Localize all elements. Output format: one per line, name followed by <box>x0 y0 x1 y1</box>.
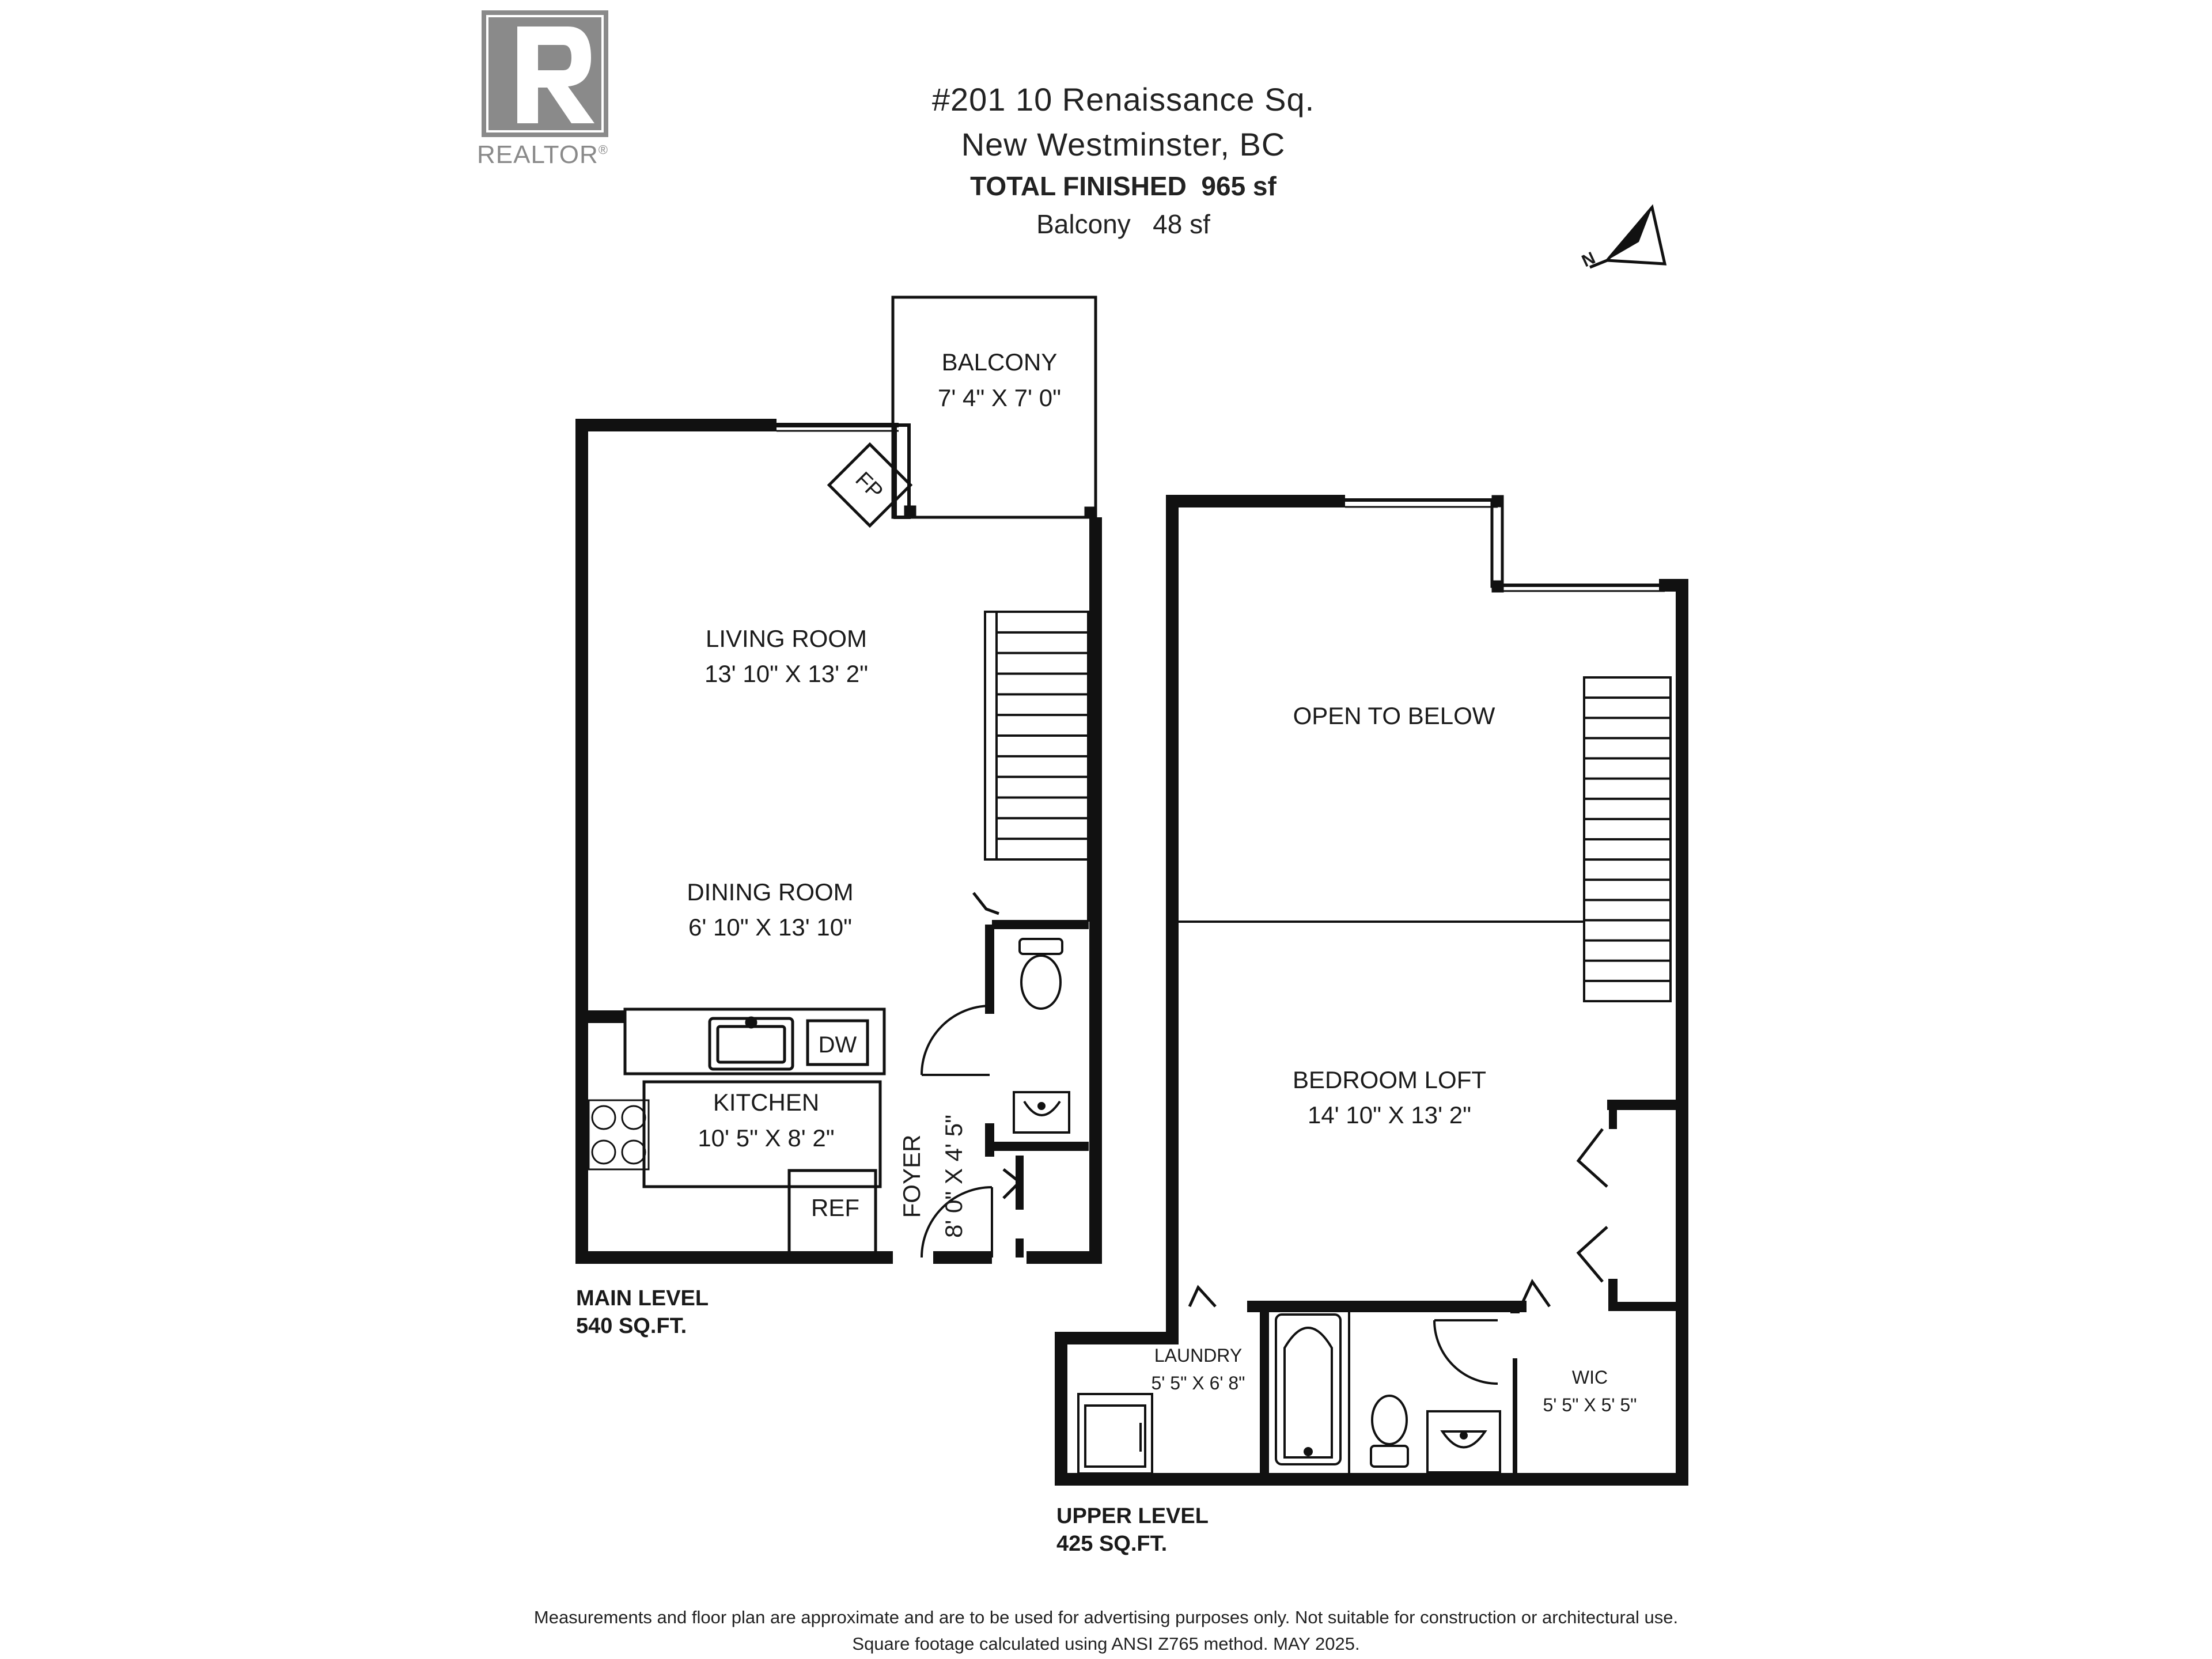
upper-toilet-icon <box>1370 1395 1409 1468</box>
balcony-area: Balcony 48 sf <box>749 209 1498 240</box>
kitchen-sink-icon <box>708 1016 794 1071</box>
main-level-plan <box>575 296 1102 1264</box>
kitchen-dims: 10' 5" X 8' 2" <box>698 1124 834 1152</box>
balcony-area-value: 48 sf <box>1153 209 1210 239</box>
living-room-name: LIVING ROOM <box>706 625 867 652</box>
closet-bifold-door-2 <box>1576 1226 1608 1283</box>
bath-door-arrow-icon <box>1519 1279 1551 1308</box>
entry-door-swing <box>921 1186 993 1258</box>
main-level-caption: MAIN LEVEL 540 SQ.FT. <box>576 1285 709 1340</box>
main-level-name: MAIN LEVEL <box>576 1286 709 1310</box>
north-label: N <box>1579 248 1599 271</box>
wic-dims: 5' 5" X 5' 5" <box>1543 1395 1637 1415</box>
dining-room-name: DINING ROOM <box>687 878 853 906</box>
refrigerator-label: REF <box>811 1194 859 1221</box>
bedroom-loft-dims: 14' 10" X 13' 2" <box>1308 1101 1471 1128</box>
foyer-name: FOYER <box>898 1135 925 1218</box>
open-to-below-label: OPEN TO BELOW <box>1293 702 1495 729</box>
main-stair-arrow-icon <box>972 892 999 915</box>
wic-door-swing <box>1433 1320 1498 1385</box>
wic-name: WIC <box>1572 1367 1608 1388</box>
upper-level-name: UPPER LEVEL <box>1056 1504 1209 1528</box>
main-stair-treads <box>997 631 1089 840</box>
upper-exterior-wall-west <box>1166 495 1345 1297</box>
stove-icon <box>588 1099 650 1171</box>
laundry-door-arrow-icon <box>1188 1285 1217 1308</box>
dishwasher-label: DW <box>819 1032 857 1058</box>
address-line-2: New Westminster, BC <box>961 126 1286 162</box>
total-label: TOTAL FINISHED <box>970 171 1187 201</box>
kitchen-island <box>642 1080 882 1188</box>
main-toilet-icon <box>1018 938 1063 1010</box>
foyer-dims: 8' 0" X 4' 5" <box>940 1115 967 1238</box>
fireplace-icon <box>827 442 913 528</box>
upper-window-bay <box>1490 498 1504 588</box>
foyer-closet-door <box>1002 1168 1022 1199</box>
realtor-logo-mark <box>482 10 608 137</box>
kitchen-name: KITCHEN <box>713 1089 819 1116</box>
kitchen-counter-north <box>623 1007 886 1075</box>
laundry-dims: 5' 5" X 6' 8" <box>1151 1373 1245 1393</box>
main-exterior-wall-east <box>1027 517 1102 1264</box>
refrigerator-box <box>787 1169 877 1255</box>
upper-level-caption: UPPER LEVEL 425 SQ.FT. <box>1056 1502 1209 1558</box>
upper-sink-icon <box>1426 1410 1501 1474</box>
disclaimer-line-2: Square footage calculated using ANSI Z76… <box>852 1634 1360 1654</box>
address-line-1: #201 10 Renaissance Sq. <box>931 81 1315 118</box>
realtor-wordmark-text: REALTOR <box>477 141 599 169</box>
bathtub-icon <box>1275 1313 1342 1465</box>
realtor-logo <box>482 10 608 137</box>
living-room-dims: 13' 10" X 13' 2" <box>704 660 868 687</box>
dining-room-dims: 6' 10" X 13' 10" <box>688 914 852 941</box>
total-value: 965 sf <box>1201 171 1277 201</box>
balcony-dims: 7' 4" X 7' 0" <box>938 384 1061 411</box>
north-arrow-icon: N <box>1579 204 1667 271</box>
fireplace-label: FP <box>851 467 888 504</box>
closet-wall-south <box>1608 1279 1682 1311</box>
upper-exterior-wall-east-south <box>1055 579 1688 1486</box>
laundry-name: LAUNDRY <box>1154 1345 1242 1366</box>
upper-level-plan <box>1055 495 1688 1486</box>
closet-bifold-door-1 <box>1576 1128 1608 1188</box>
bedroom-loft-name: BEDROOM LOFT <box>1293 1066 1486 1093</box>
dishwasher-box <box>806 1019 869 1066</box>
disclaimer-line-1: Measurements and floor plan are approxim… <box>533 1607 1679 1627</box>
main-level-area: 540 SQ.FT. <box>576 1314 687 1338</box>
balcony-area-label: Balcony <box>1036 209 1131 239</box>
washer-icon <box>1077 1393 1153 1475</box>
upper-level-area: 425 SQ.FT. <box>1056 1532 1168 1556</box>
main-exterior-wall-west <box>575 419 893 1264</box>
balcony-name: BALCONY <box>942 349 1058 376</box>
realtor-wordmark: REALTOR® <box>477 141 608 169</box>
powder-room-door-swing <box>921 1005 990 1075</box>
total-finished: TOTAL FINISHED 965 sf <box>749 171 1498 202</box>
registered-mark: ® <box>598 142 608 157</box>
upper-stair-treads <box>1584 696 1671 982</box>
powder-sink-icon <box>1013 1091 1070 1134</box>
